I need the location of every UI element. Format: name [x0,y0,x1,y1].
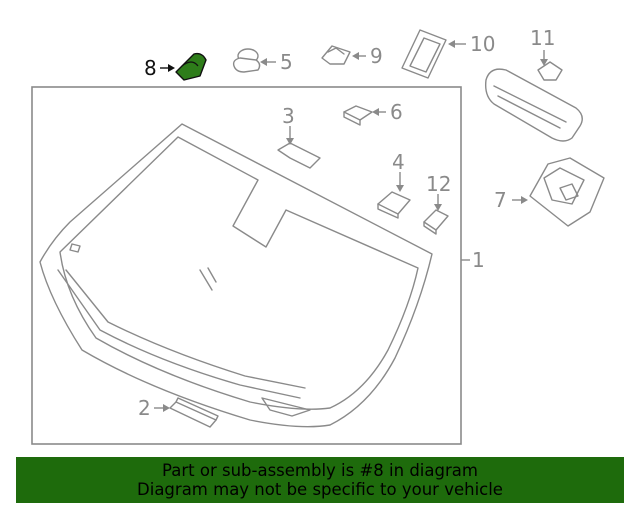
arrowhead-6 [372,108,379,116]
callout-11[interactable]: 11 [530,26,555,50]
arrowhead-10 [448,40,455,48]
callout-6[interactable]: 6 [390,100,403,124]
arrowhead-7 [521,196,528,204]
part-9-clip[interactable] [321,45,351,65]
part-5-mirror-mount[interactable] [232,48,261,73]
parts-diagram: 1 2 3 4 5 6 7 [31,26,605,445]
arrowhead-5 [260,58,267,66]
windshield-glass[interactable] [39,123,433,428]
part-10-bracket-plate[interactable] [401,29,447,79]
callout-10[interactable]: 10 [470,32,495,56]
info-banner: Part or sub-assembly is #8 in diagram Di… [16,457,624,503]
arrowhead-2 [163,404,170,412]
callout-9[interactable]: 9 [370,44,383,68]
arrowhead-11 [540,59,548,66]
arrowhead-4 [396,185,404,192]
callout-3[interactable]: 3 [282,104,295,128]
part-11-rear-view-mirror[interactable] [484,61,583,142]
callout-7[interactable]: 7 [494,188,507,212]
callout-8[interactable]: 8 [144,56,157,80]
callout-4[interactable]: 4 [392,150,405,174]
part-3-cover[interactable] [277,142,321,169]
callout-1[interactable]: 1 [472,248,485,272]
banner-line-1: Part or sub-assembly is #8 in diagram [162,461,478,480]
banner-line-2: Diagram may not be specific to your vehi… [137,480,503,499]
part-12-pad[interactable] [423,209,449,235]
arrowhead-9 [352,52,359,60]
part-7-sensor-housing[interactable] [529,157,605,227]
arrowhead-3 [286,138,294,145]
callout-12[interactable]: 12 [426,172,451,196]
callout-5[interactable]: 5 [280,50,293,74]
assembly-frame [31,86,462,445]
part-8-highlighted[interactable] [175,52,207,81]
arrowhead-12 [434,204,442,211]
part-4-pad[interactable] [377,191,411,219]
part-6-bracket[interactable] [343,105,373,126]
part-2-clip[interactable] [169,397,219,428]
callout-2[interactable]: 2 [138,396,151,420]
arrowhead-8 [168,64,175,72]
